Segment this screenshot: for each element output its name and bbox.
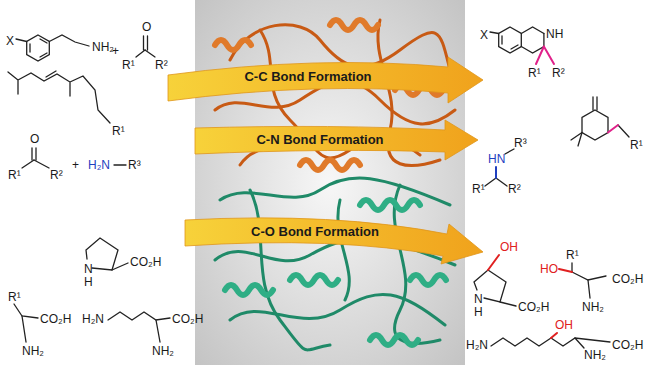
bond-lines — [8, 27, 629, 348]
atom-label: OH — [500, 240, 518, 254]
atom-label: O — [142, 20, 151, 34]
atom-label: NH₂ — [152, 344, 174, 358]
atom-label: H — [474, 305, 483, 319]
atom-label: O — [30, 132, 39, 146]
arrow-body — [185, 218, 483, 264]
atom-label: CO₂H — [518, 300, 549, 314]
arrow-label: C-C Bond Formation — [244, 69, 371, 85]
atom-label: CO₂H — [172, 312, 203, 326]
atom-label: + — [112, 44, 119, 58]
atom-label: H₂N — [466, 338, 488, 352]
atom-label: R³ — [128, 158, 141, 172]
atom-label: CO₂H — [612, 272, 643, 286]
reaction-arrow: C-C Bond Formation — [168, 55, 485, 105]
atom-label: R² — [552, 66, 565, 80]
atom-label: OH — [555, 318, 573, 332]
atom-label: R¹ — [8, 168, 21, 182]
atom-label: R³ — [514, 136, 527, 150]
atom-label: CO₂H — [40, 312, 71, 326]
arrow-body — [168, 57, 483, 103]
atom-label: R¹ — [8, 290, 21, 304]
atom-label: + — [72, 158, 79, 172]
atom-label: R² — [508, 182, 521, 196]
atom-label: R¹ — [112, 124, 125, 138]
atom-label: NH — [546, 27, 563, 41]
protein-green — [215, 178, 455, 350]
atom-label: R² — [155, 58, 168, 72]
atom-label: X — [480, 28, 488, 42]
atom-label: HO — [540, 262, 558, 276]
atom-label: R² — [50, 168, 63, 182]
arrow-label: C-N Bond Formation — [256, 132, 383, 148]
atom-label: NH₂ — [92, 40, 114, 54]
reaction-arrow: C-N Bond Formation — [195, 118, 480, 164]
arrow-body — [195, 120, 478, 160]
atom-label: CO₂H — [130, 255, 161, 269]
atom-label: NH₂ — [582, 300, 604, 314]
atom-label: H₂N — [88, 158, 110, 172]
reaction-arrow: C-O Bond Formation — [185, 212, 485, 268]
atom-label: HN — [488, 152, 505, 166]
atom-label: R¹ — [630, 138, 643, 152]
arrow-shape — [185, 212, 485, 268]
arrow-label: C-O Bond Formation — [251, 224, 379, 240]
atom-label: R¹ — [528, 66, 541, 80]
atom-label: N — [84, 262, 93, 276]
atom-label: R¹ — [122, 58, 135, 72]
atom-label: CO₂H — [612, 338, 643, 352]
background-panel — [195, 0, 465, 365]
atom-label: NH₂ — [22, 344, 44, 358]
atom-label: X — [6, 34, 14, 48]
atom-label: R¹ — [472, 182, 485, 196]
new-cn-bond — [495, 167, 497, 178]
new-co-bonds — [488, 255, 572, 338]
atom-label: H₂N — [82, 312, 104, 326]
atom-label: R¹ — [566, 248, 579, 262]
atom-label: N — [474, 292, 483, 306]
atom-label: NH₂ — [584, 348, 606, 362]
atom-label: H — [84, 275, 93, 289]
new-cc-bonds — [536, 47, 618, 133]
